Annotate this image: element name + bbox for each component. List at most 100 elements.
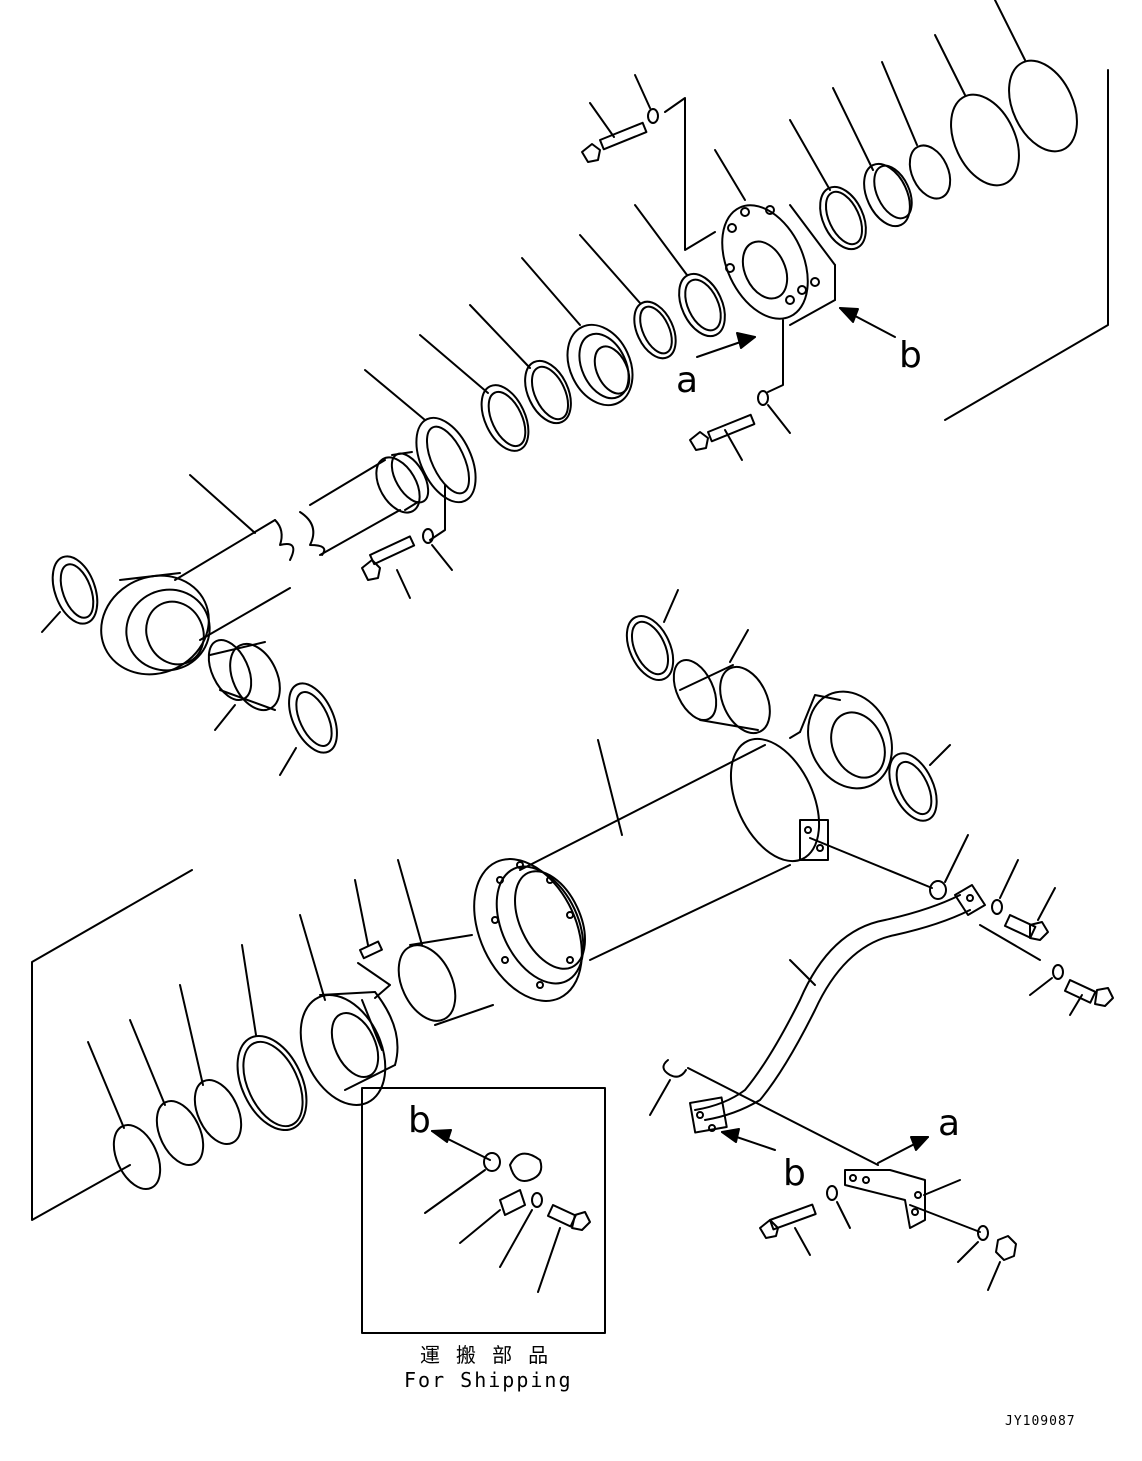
inset-caption-japanese: 運 搬 部 品 [420, 1343, 550, 1367]
head-washer-lower [757, 390, 769, 406]
leader-o-ring-large-1 [934, 34, 966, 96]
leader-seal-ring-4 [634, 204, 688, 276]
label-b-lower: b [783, 1153, 806, 1194]
o-ring-large-1 [950, 93, 1020, 187]
leader-seal-left [41, 611, 61, 633]
pipe-o-ring-link [809, 837, 933, 889]
upper-group-bracket [944, 69, 1109, 421]
leader-bracket-nut-washer [957, 1241, 979, 1263]
leader-bushing-cap [521, 257, 581, 326]
leader-pipe-bolt-1 [1037, 887, 1056, 921]
arrow-b-upper [839, 307, 896, 338]
pipe-o-ring [929, 880, 947, 900]
leader-inset-plug [424, 1169, 486, 1214]
snap-ring-upper [908, 144, 952, 200]
head-bolt-bracket-lower [767, 319, 784, 393]
label-b-inset: b [408, 1100, 431, 1141]
bottom-seal-upper [625, 615, 675, 681]
flange-bolt-bracket [429, 484, 446, 541]
bushing-cap [566, 323, 634, 407]
rod-washer [422, 528, 434, 544]
piston [299, 991, 399, 1106]
leader-pipe-o-ring [944, 834, 969, 883]
pipe-bolt-1 [1003, 914, 1049, 941]
label-a-upper: a [676, 360, 698, 401]
rod-eye [100, 572, 211, 676]
inset-bolt [546, 1204, 591, 1231]
leader-piston-o-ring-2 [129, 1019, 166, 1106]
bracket-nut-washer [977, 1225, 989, 1241]
leader-seal-right [279, 747, 297, 776]
inset-arrow-b [431, 1129, 491, 1161]
mounting-bracket [844, 1169, 926, 1229]
leader-pipe-washer-1 [999, 859, 1019, 899]
leader-set-screw [354, 879, 369, 946]
leader-head-bolt-upper [589, 102, 615, 138]
connecting-pipe [689, 884, 986, 1134]
arrow-a-lower [877, 1136, 929, 1164]
rod-end-seal-left [51, 555, 99, 625]
set-screw [359, 940, 383, 960]
leader-bushing-left [214, 704, 236, 731]
pipe-hook [662, 1059, 687, 1078]
pipe-bolt-2 [1063, 978, 1114, 1007]
head-bolt-bracket [664, 97, 716, 251]
leader-bottom-seal-upper [663, 589, 679, 623]
bracket-nut-link [909, 1204, 981, 1233]
leader-seal-ring-1 [419, 334, 489, 394]
leader-rod [189, 474, 256, 534]
seal-ring-1 [480, 384, 530, 452]
drawing-code: JY109087 [1005, 1414, 1076, 1429]
seal-ring-2 [524, 359, 572, 425]
pipe-washer-1 [991, 899, 1003, 915]
leader-head-seal-1 [789, 119, 831, 191]
leader-connecting-pipe [789, 959, 816, 986]
piston-rod [174, 451, 430, 641]
leader-head-washer-lower [767, 404, 791, 434]
inset-washer [531, 1192, 543, 1208]
leader-piston [299, 914, 326, 1001]
inset-plug [483, 1152, 501, 1172]
o-ring-large-2 [1008, 59, 1078, 153]
leader-piston-o-ring-3 [179, 984, 204, 1086]
rod-bolt [361, 535, 416, 581]
leader-seal-ring-3 [579, 234, 641, 304]
bottom-seal-lower [888, 752, 938, 822]
piston-o-ring-1 [112, 1124, 162, 1190]
rod-end-bushing [207, 639, 281, 712]
pipe-bolt-bracket [979, 924, 1041, 961]
bottom-bushing [672, 659, 771, 735]
leader-o-ring-large-2 [994, 0, 1026, 61]
head-washer-upper [647, 108, 659, 124]
leader-cylinder-tube [597, 739, 623, 836]
leader-rod-washer [431, 544, 453, 571]
seal-ring-4 [678, 272, 726, 338]
bracket-bolt [759, 1203, 817, 1239]
leader-bracket-bolt [794, 1227, 811, 1256]
label-b-upper: b [899, 335, 922, 376]
leader-pipe-washer-2 [1029, 977, 1053, 996]
leader-mounting-bracket [923, 1179, 961, 1196]
piston-wear-ring [236, 1034, 308, 1132]
head-bolt-lower [689, 413, 756, 451]
leader-bracket-nut [987, 1261, 1001, 1291]
leader-piston-collar [397, 859, 423, 946]
seal-ring-3 [633, 300, 677, 360]
rod-end-seal-right [288, 682, 338, 754]
set-screw-bracket [357, 962, 391, 999]
leader-snap-ring-upper [881, 61, 918, 146]
leader-head-seal-2 [832, 87, 874, 171]
leader-inset-clip [459, 1209, 501, 1244]
inset-clip [499, 1152, 543, 1216]
leader-piston-o-ring-1 [87, 1041, 125, 1129]
leader-inset-bolt [537, 1227, 561, 1293]
leader-pipe-hook [649, 1079, 671, 1116]
shipping-inset-box [361, 1087, 606, 1334]
rod-flange-plate [415, 416, 477, 504]
leader-head-washer-upper [634, 74, 651, 109]
leader-bottom-seal-lower [929, 744, 951, 766]
leader-rod-bolt [396, 569, 411, 599]
leader-cylinder-head [714, 149, 746, 201]
